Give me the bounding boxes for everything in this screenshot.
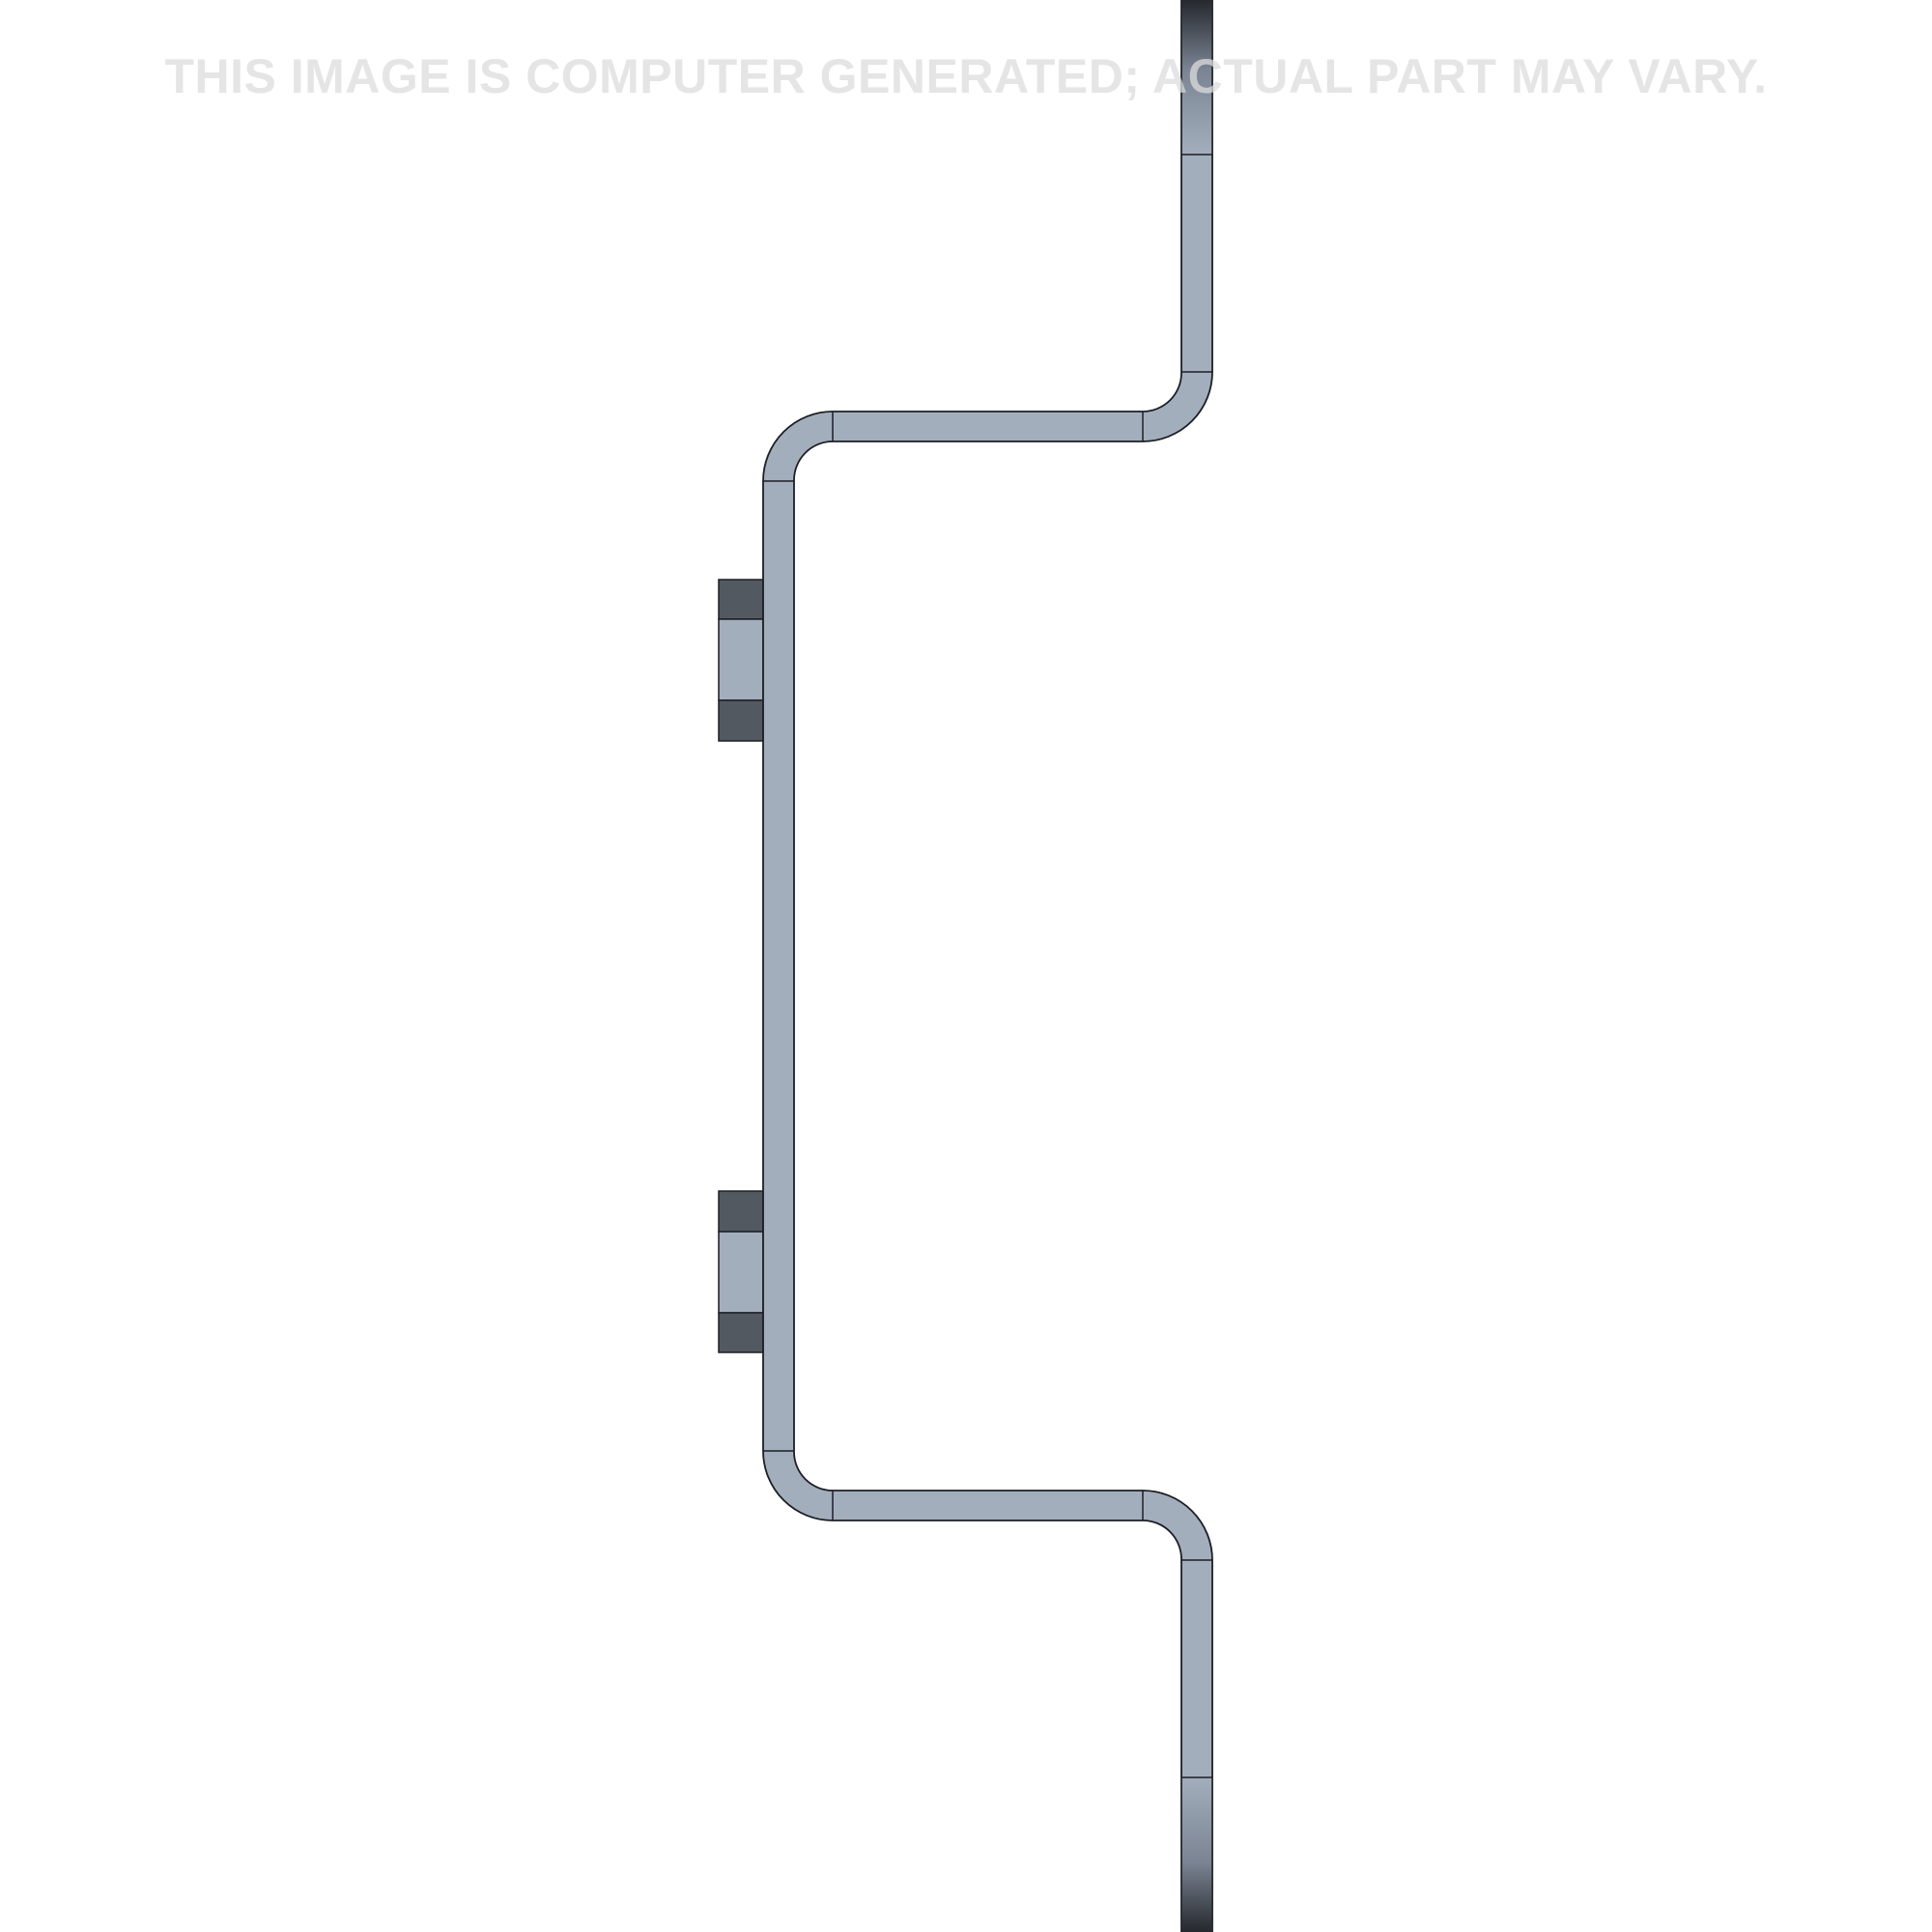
bracket-end-top-shading [1181, 0, 1212, 155]
watermark-text: THIS IMAGE IS COMPUTER GENERATED; ACTUAL… [164, 49, 1768, 103]
mounting-block-lower [718, 1190, 764, 1353]
bracket-end-bottom-shading [1181, 1777, 1212, 1932]
bracket-body [762, 0, 1213, 1932]
bend-lines [763, 154, 1212, 1778]
mounting-block-upper [718, 579, 764, 742]
